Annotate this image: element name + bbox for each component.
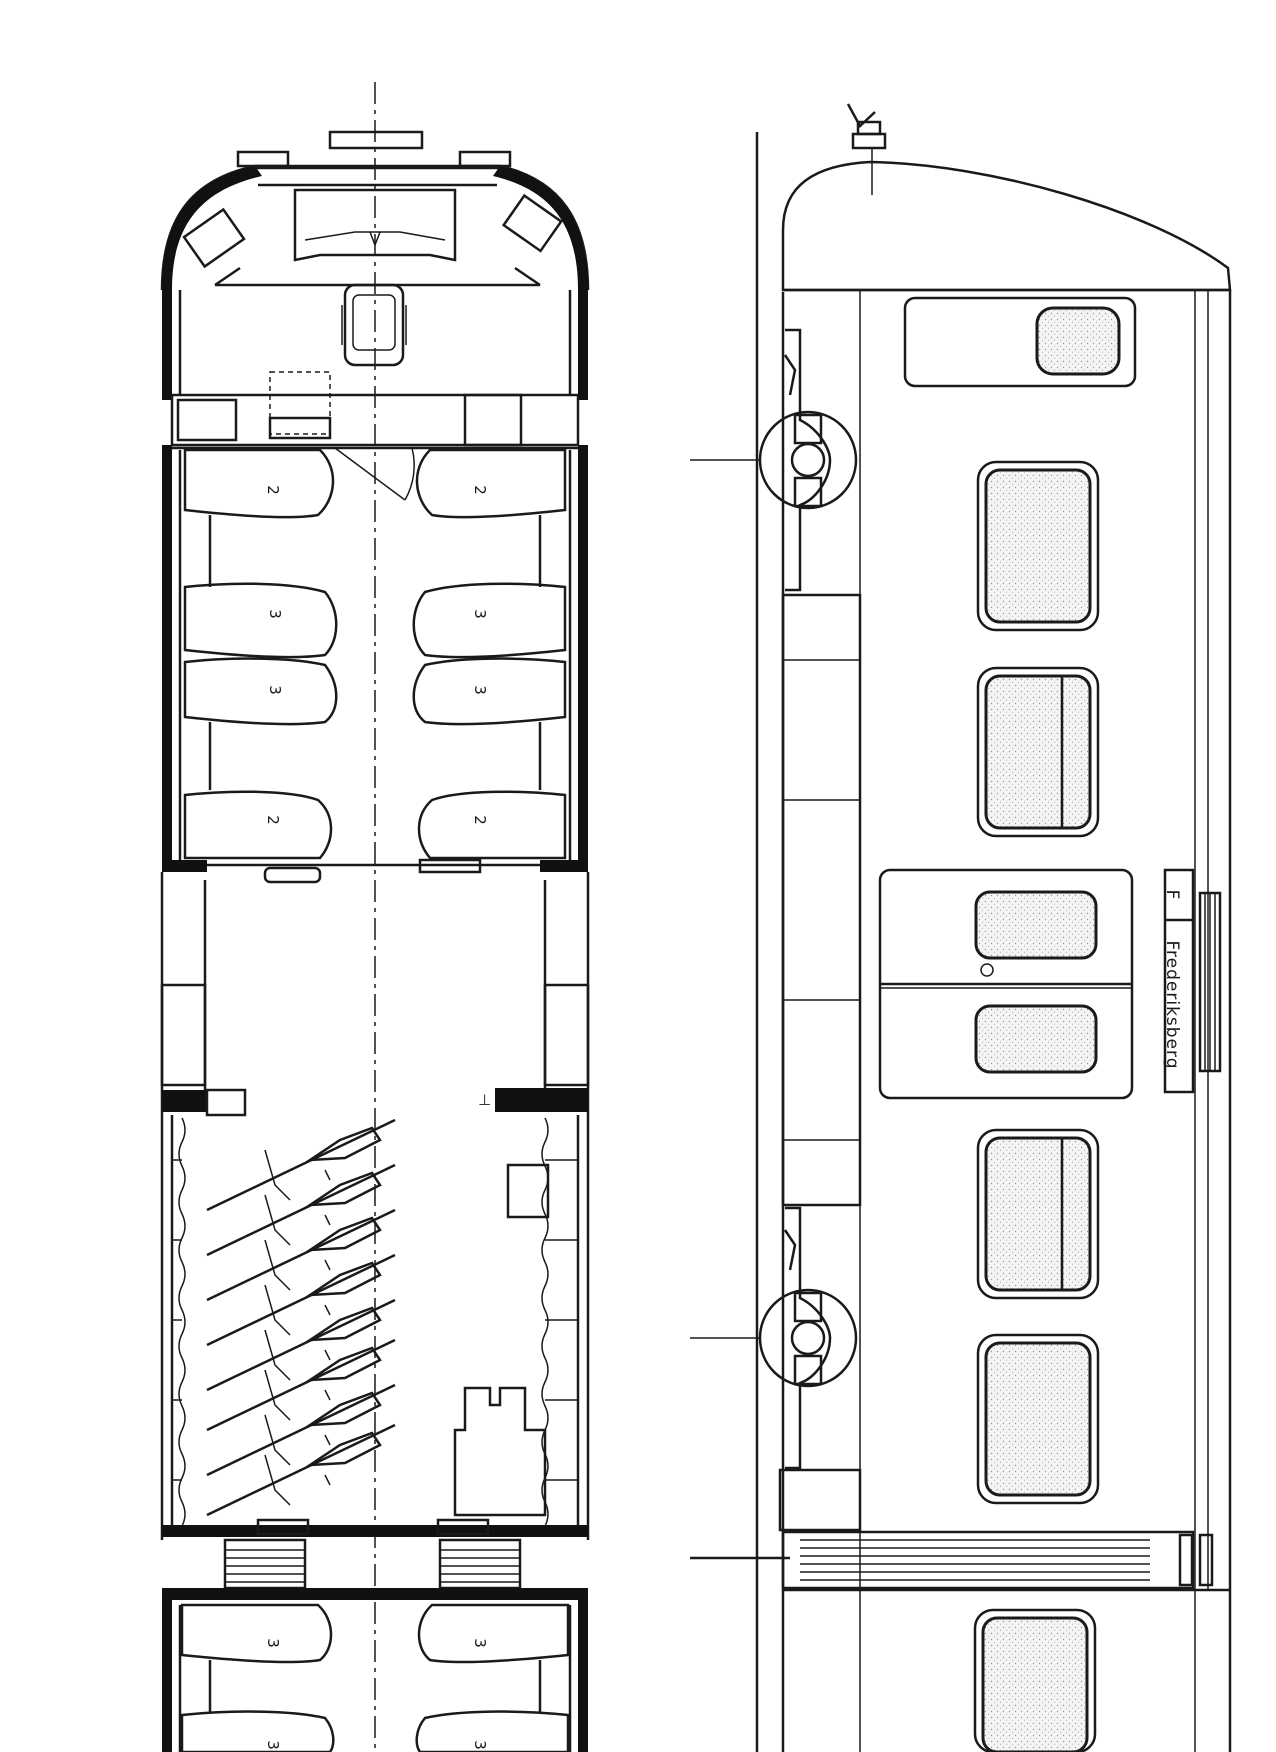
bicycle [206,1383,396,1477]
front-light-left [236,150,290,168]
roof-cap [781,160,1232,292]
side-window-3-frame [976,1128,1100,1300]
side-window-4-frame [976,1333,1100,1505]
bogie-rear [690,1206,858,1470]
seat-number: 3 [264,1740,282,1750]
seat-rear-right: 2 [417,790,567,860]
seat-number: 3 [471,609,489,619]
bicycle-rack [206,1118,396,1517]
seat-mid-left-2: 3 [183,657,338,726]
seat-number: 2 [264,485,282,495]
seat-rear-left: 2 [183,790,333,860]
next-car-window-frame [973,1608,1097,1752]
seat-number: 3 [471,1638,489,1648]
side-window-1-frame [976,460,1100,632]
destination-sign: F Frederiksberg [1162,868,1195,1094]
seat-mid-right-2: 3 [412,657,567,726]
side-locker [506,1163,550,1219]
door-pocket-right [543,983,590,1087]
driver-seat [343,283,405,367]
bicycle [206,1163,396,1257]
marker-tilt: ⊥ [478,1091,491,1109]
door-window-upper [974,890,1098,960]
seat-number: 3 [266,685,284,695]
cab-cabinet-right [501,193,563,253]
next-car-end-wall [162,1588,588,1600]
seat-number: 2 [471,815,489,825]
bicycle [206,1118,396,1212]
bicycle [206,1423,396,1517]
cab-bulkhead [170,393,580,447]
side-door [878,868,1134,1100]
articulation-left [223,1538,307,1590]
seat-number: 2 [471,485,489,495]
side-window-4 [984,1341,1092,1497]
side-articulation [690,1530,1214,1590]
seat-next-left-2: 3 [180,1710,335,1752]
seat-next-left-1: 3 [180,1603,333,1664]
seat-front-right: 2 [415,448,567,519]
seat-number: 3 [266,609,284,619]
car-end-wall [162,1525,588,1537]
pantograph [846,103,887,195]
door-button [980,963,994,977]
next-car-window [981,1616,1089,1752]
front-upper-panel [903,296,1137,388]
seat-number: 3 [471,685,489,695]
front-coupler [328,130,424,150]
seat-number: 3 [264,1638,282,1648]
door-pocket-left [160,983,207,1087]
bicycle [206,1338,396,1432]
cab-cabinet-left [182,207,246,269]
seat-front-left: 2 [183,448,335,519]
sign-destination: Frederiksberg [1162,940,1182,1069]
front-light-right [458,150,512,168]
driver-console [293,188,457,262]
bicycle [206,1208,396,1302]
seat-next-right-1: 3 [417,1603,570,1664]
rear-skirt [778,1468,862,1532]
cab-nose-wall-left [162,166,262,290]
front-window [1035,306,1121,376]
equipment-unit [453,1386,547,1517]
seat-number: 3 [471,1740,489,1750]
door-window-lower [974,1004,1098,1074]
side-elevation: F Frederiksberg [690,103,1232,1752]
seat-number: 2 [264,815,282,825]
side-window-3 [984,1136,1092,1292]
side-window-1 [984,468,1092,624]
side-window-2-frame [976,666,1100,838]
bogie-front [690,328,858,592]
seat-next-right-2: 3 [415,1710,570,1752]
side-window-2 [984,674,1092,830]
side-skirt [781,593,862,1207]
bicycle [206,1253,396,1347]
seat-mid-left-1: 3 [183,582,338,659]
cab-nose-wall-right [493,166,588,290]
plan-view: 2 2 3 3 3 3 2 [160,82,590,1752]
bicycle [206,1298,396,1392]
seat-mid-right-1: 3 [412,582,567,659]
sign-line: F [1162,890,1182,901]
cab-door-leaf [334,447,406,501]
articulation-right [438,1538,522,1590]
